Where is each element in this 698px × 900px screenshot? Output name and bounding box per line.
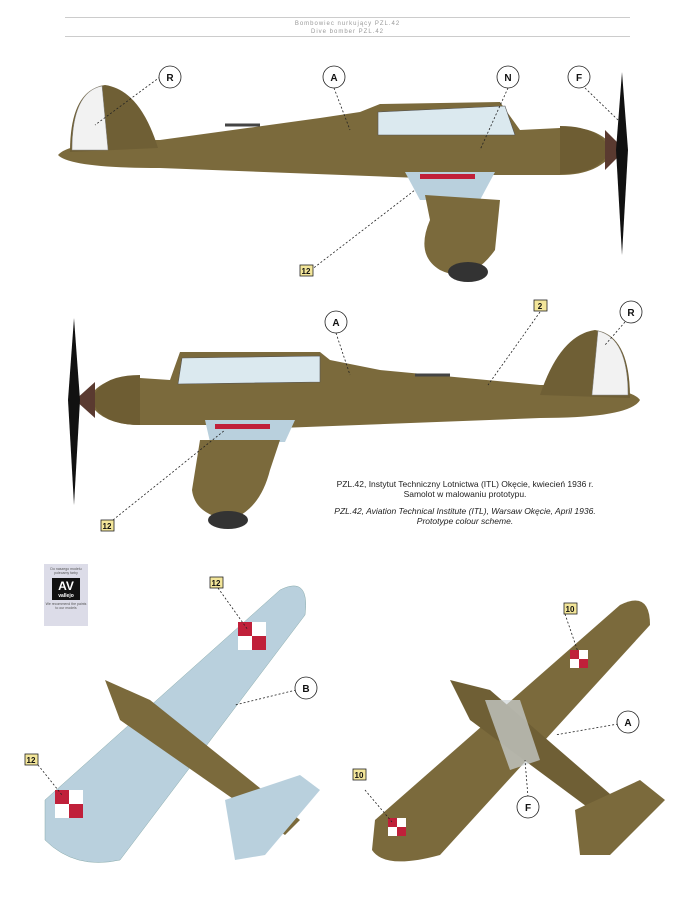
callout-top-N: N [504,73,511,84]
badge-top-text: Do naszego modelu polecamy farby [50,567,82,575]
callout-top-12: 12 [302,267,311,276]
planform-underside [44,585,320,863]
vallejo-logo: AV vallejo [52,578,80,600]
callout-bl-12b: 12 [27,756,36,765]
caption-pl-2: Samolot w malowaniu prototypu. [403,489,527,499]
badge-bottom-text: We recommend the paints to our models [45,602,87,610]
profile-left-side [68,318,640,529]
header-title-pl: Bombowiec nurkujący PZL.42 [294,21,401,27]
callout-mid-R: R [627,308,635,319]
callout-br-F: F [525,803,531,814]
callout-br-10a: 10 [566,605,575,614]
caption: PZL.42, Instytut Techniczny Lotnictwa (I… [300,479,630,526]
callout-bl-B: B [302,684,309,695]
callout-mid-2: 2 [538,302,543,311]
caption-en-1: PZL.42, Aviation Technical Institute (IT… [334,506,596,516]
caption-en-2: Prototype colour scheme. [416,516,514,526]
caption-pl-1: PZL.42, Instytut Techniczny Lotnictwa (I… [336,479,594,489]
planform-upperside [372,600,665,862]
callout-mid-12: 12 [103,522,112,531]
page-header: Bombowiec nurkujący PZL.42 Dive bomber P… [65,17,630,37]
callout-top-F: F [576,73,582,84]
callout-bl-12a: 12 [212,579,221,588]
header-title-en: Dive bomber PZL.42 [310,29,385,35]
callout-br-10b: 10 [355,771,364,780]
profile-right-side [58,72,628,282]
callout-top-R: R [166,73,174,84]
callout-top-A: A [330,73,337,84]
callout-mid-A: A [332,318,339,329]
callout-br-A: A [624,718,631,729]
vallejo-badge: Do naszego modelu polecamy farby AV vall… [44,564,88,626]
